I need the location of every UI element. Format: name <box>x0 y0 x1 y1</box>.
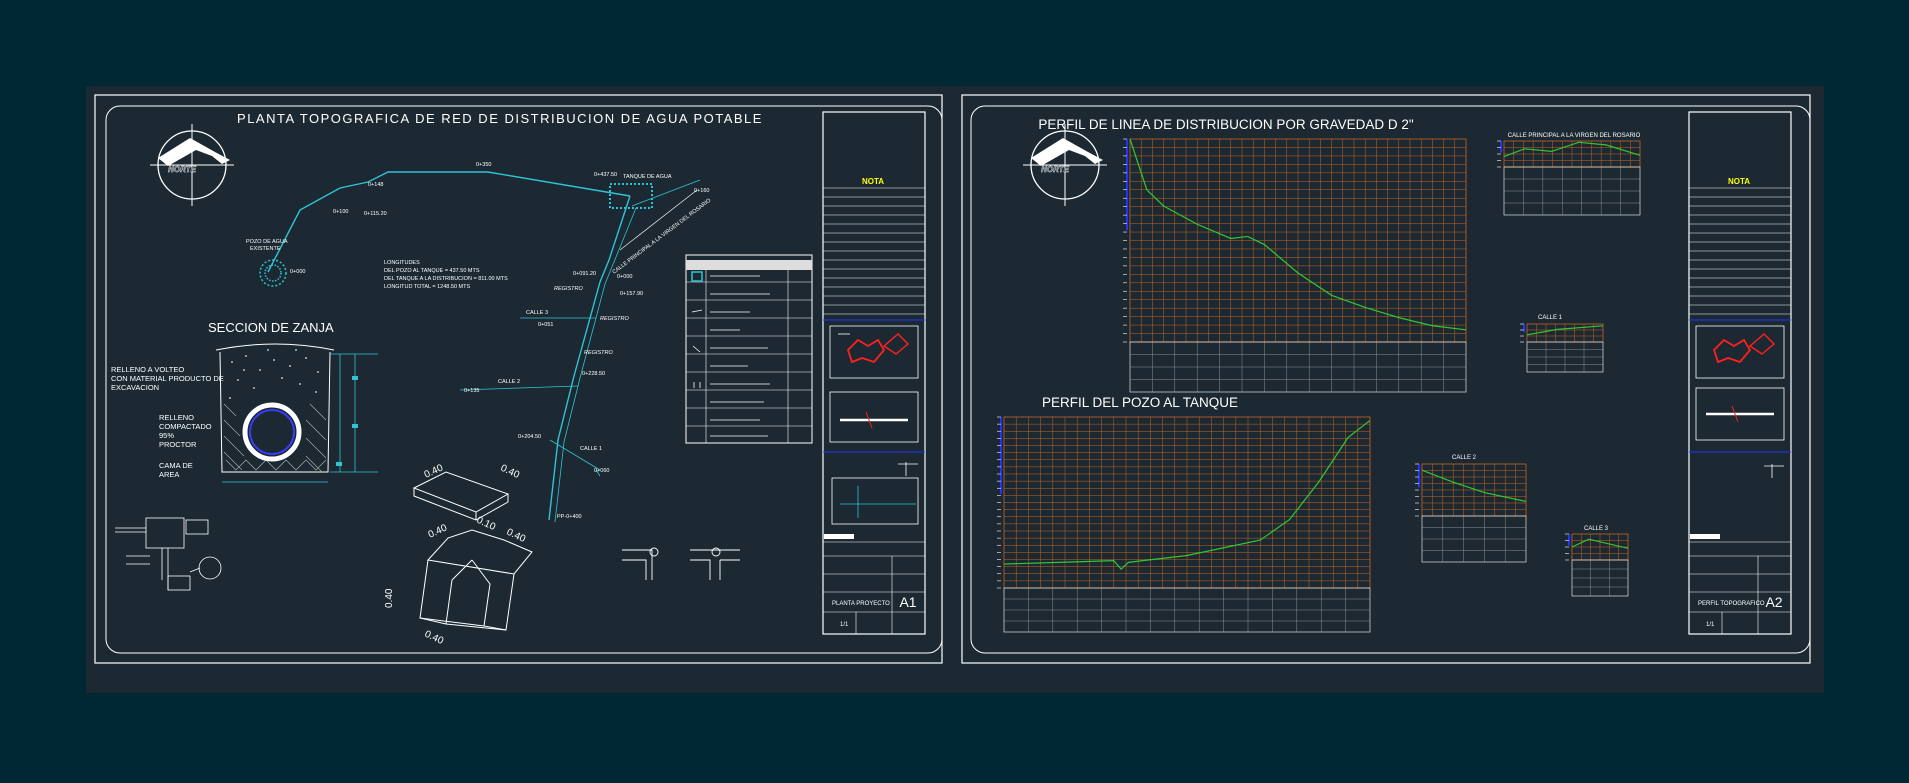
tanque-symbol <box>609 183 653 209</box>
svg-text:0+437.50: 0+437.50 <box>594 172 617 178</box>
pozo-symbol <box>259 259 287 287</box>
svg-text:0+100: 0+100 <box>333 209 348 215</box>
trench-label-relleno-volteo: RELLENO A VOLTEO <box>111 365 184 374</box>
svg-text:CALLE 3: CALLE 3 <box>526 310 548 316</box>
plano-label: PLANTA PROYECTO <box>832 601 890 607</box>
svg-text:0+148: 0+148 <box>368 182 383 188</box>
sheet-number: A1 <box>899 594 916 610</box>
junction-details <box>622 547 740 580</box>
svg-text:NOTA: NOTA <box>1728 177 1750 186</box>
sheet-a2-inner-border <box>970 105 1811 654</box>
chart-title-calle-3: CALLE 3 <box>1584 526 1609 532</box>
svg-text:0+135: 0+135 <box>464 388 479 394</box>
svg-text:0+000: 0+000 <box>617 274 632 280</box>
svg-text:0+350: 0+350 <box>476 162 491 168</box>
svg-text:DEL TANQUE A LA DISTRIBUCION =: DEL TANQUE A LA DISTRIBUCION = 811.00 MT… <box>384 276 508 282</box>
title-block-a2: NOTA <box>1688 111 1792 635</box>
logo-north: NORTE <box>150 124 234 206</box>
profile-chart-calle-principal <box>1497 140 1641 216</box>
svg-text:0+115.20: 0+115.20 <box>364 211 387 217</box>
svg-text:0.40: 0.40 <box>384 588 395 608</box>
tanque-label: TANQUE DE AGUA <box>623 174 672 180</box>
svg-text:PROCTOR: PROCTOR <box>159 440 197 449</box>
profile-chart-calle-2 <box>1415 463 1527 563</box>
svg-text:95%: 95% <box>159 431 174 440</box>
svg-text:DEL POZO AL TANQUE = 43: DEL POZO AL TANQUE = 437.50 MTS <box>384 268 480 274</box>
svg-text:COMPACTADO: COMPACTADO <box>159 422 212 431</box>
sheet-a1[interactable]: PLANTA TOPOGRAFICA DE RED DE DISTRIBUCIO… <box>94 94 943 664</box>
svg-text:EXISTENTE: EXISTENTE <box>250 246 281 252</box>
svg-text:LONGITUD TOTAL = 1: LONGITUD TOTAL = 1248.50 MTS <box>384 284 470 290</box>
longitudes-title: LONGITUDES <box>384 260 420 266</box>
title-block-a1: NOTA <box>822 111 926 635</box>
svg-text:0+157.90: 0+157.90 <box>620 291 643 297</box>
svg-text:CALLE 1: CALLE 1 <box>580 446 602 452</box>
svg-text:NORTE: NORTE <box>1041 165 1070 174</box>
svg-text:0+160: 0+160 <box>694 188 709 194</box>
profile-main-title: PERFIL DE LINEA DE DISTRIBUCION POR GRAV… <box>1038 117 1414 132</box>
detail-valve <box>115 517 222 591</box>
svg-text:0+204.50: 0+204.50 <box>518 434 541 440</box>
pipe-network-map <box>267 171 701 523</box>
profile-chart-calle-3 <box>1565 533 1629 597</box>
section-title: SECCION DE ZANJA <box>208 320 334 335</box>
chart-title-calle-1: CALLE 1 <box>1538 315 1563 321</box>
svg-text:CON MATERIAL PRODUCTO DE: CON MATERIAL PRODUCTO DE <box>111 374 224 383</box>
svg-text:CALLE 2: CALLE 2 <box>498 379 520 385</box>
svg-text:0+060: 0+060 <box>594 468 609 474</box>
chart-title-calle-2: CALLE 2 <box>1452 455 1477 461</box>
svg-text:PERFIL TOPOGRAFICO: PERFIL TOPOGRAFICO <box>1698 601 1765 607</box>
escala-value: 1/1 <box>840 622 849 628</box>
trench-label-relleno: RELLENO <box>159 413 194 422</box>
nota-label: NOTA <box>862 177 884 186</box>
profile-chart-calle-1 <box>1520 323 1604 373</box>
chart-title-calle-principal: CALLE PRINCIPAL A LA VIRGEN DEL ROSARIO <box>1508 133 1641 139</box>
profile-chart-pozo-tanque <box>997 416 1371 633</box>
logo-north-2: NORTE <box>1023 124 1107 206</box>
trench-section <box>215 343 378 483</box>
svg-text:REGISTRO: REGISTRO <box>554 286 583 292</box>
svg-text:0+051: 0+051 <box>538 322 553 328</box>
sheet-number-2: A2 <box>1765 594 1782 610</box>
svg-text:AREA: AREA <box>159 470 179 479</box>
model-space <box>86 86 1824 693</box>
registro-box-detail <box>412 471 533 631</box>
svg-text:0+228.50: 0+228.50 <box>582 371 605 377</box>
svg-text:EXCAVACION: EXCAVACION <box>111 383 159 392</box>
sheet-a1-title: PLANTA TOPOGRAFICA DE RED DE DISTRIBUCIO… <box>237 111 763 126</box>
svg-text:1/1: 1/1 <box>1706 622 1715 628</box>
svg-text:PP-0+400: PP-0+400 <box>557 514 582 520</box>
profile-pozo-title: PERFIL DEL POZO AL TANQUE <box>1042 395 1238 410</box>
legend-table <box>685 254 813 444</box>
pozo-label: POZO DE AGUA <box>246 239 288 245</box>
trench-label-cama: CAMA DE <box>159 461 193 470</box>
sheet-a2[interactable]: PERFIL DE LINEA DE DISTRIBUCION POR GRAV… <box>961 94 1811 664</box>
svg-text:REGISTRO: REGISTRO <box>600 316 629 322</box>
svg-text:NORTE: NORTE <box>168 165 197 174</box>
svg-text:0+091.20: 0+091.20 <box>573 271 596 277</box>
svg-text:REGISTRO: REGISTRO <box>584 350 613 356</box>
svg-text:0+000: 0+000 <box>290 269 305 275</box>
profile-chart-distribucion <box>1123 138 1467 393</box>
sheet-a1-inner-border <box>105 105 943 654</box>
